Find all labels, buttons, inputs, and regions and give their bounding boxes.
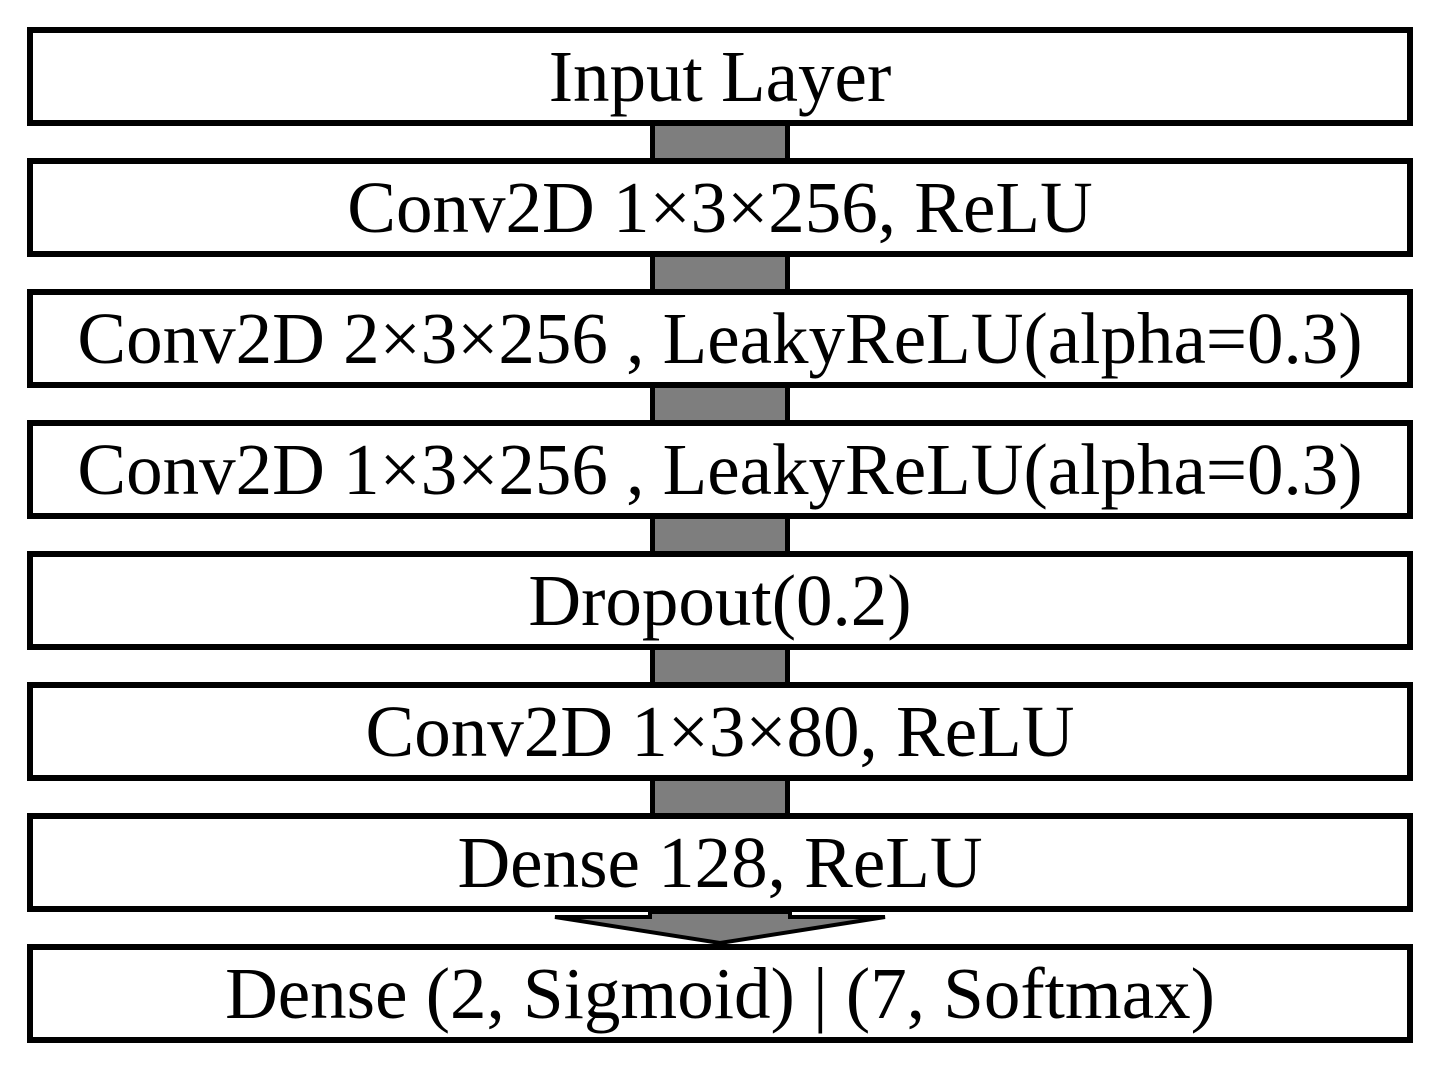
connector-stem-icon xyxy=(650,388,790,420)
layer-box-dense-128-relu: Dense 128, ReLU xyxy=(27,813,1413,912)
connector-stem-icon xyxy=(650,257,790,289)
connector-arrow xyxy=(27,910,1413,946)
connector-stem-icon xyxy=(650,126,790,158)
layer-label-input: Input Layer xyxy=(548,36,892,117)
layer-box-conv2d-2x3x256-leakyrelu: Conv2D 2×3×256 , LeakyReLU(alpha=0.3) xyxy=(27,289,1413,388)
layer-box-input: Input Layer xyxy=(27,27,1413,126)
layer-label-conv2d-1x3x256-leakyrelu: Conv2D 1×3×256 , LeakyReLU(alpha=0.3) xyxy=(77,429,1363,510)
layer-box-conv2d-1x3x256-relu: Conv2D 1×3×256, ReLU xyxy=(27,158,1413,257)
layer-box-dense-output: Dense (2, Sigmoid) | (7, Softmax) xyxy=(27,944,1413,1043)
connector-stem-icon xyxy=(650,781,790,813)
layer-label-conv2d-1x3x80-relu: Conv2D 1×3×80, ReLU xyxy=(365,691,1075,772)
connector-stem-icon xyxy=(650,650,790,682)
nn-architecture-diagram: Input Layer Conv2D 1×3×256, ReLU Conv2D … xyxy=(27,27,1413,1043)
connector-bar-3 xyxy=(27,388,1413,420)
connector-bar-4 xyxy=(27,519,1413,551)
layer-box-conv2d-1x3x80-relu: Conv2D 1×3×80, ReLU xyxy=(27,682,1413,781)
layer-label-dense-128-relu: Dense 128, ReLU xyxy=(457,822,983,903)
layer-box-dropout: Dropout(0.2) xyxy=(27,551,1413,650)
layer-label-conv2d-1x3x256-relu: Conv2D 1×3×256, ReLU xyxy=(347,167,1093,248)
layer-label-dropout: Dropout(0.2) xyxy=(528,560,912,641)
layer-box-conv2d-1x3x256-leakyrelu: Conv2D 1×3×256 , LeakyReLU(alpha=0.3) xyxy=(27,420,1413,519)
connector-stem-icon xyxy=(650,519,790,551)
connector-bar-6 xyxy=(27,781,1413,813)
connector-bar-1 xyxy=(27,126,1413,158)
layer-label-conv2d-2x3x256-leakyrelu: Conv2D 2×3×256 , LeakyReLU(alpha=0.3) xyxy=(77,298,1363,379)
connector-bar-2 xyxy=(27,257,1413,289)
connector-bar-5 xyxy=(27,650,1413,682)
layer-label-dense-output: Dense (2, Sigmoid) | (7, Softmax) xyxy=(225,953,1215,1034)
down-arrow-icon xyxy=(554,910,886,946)
